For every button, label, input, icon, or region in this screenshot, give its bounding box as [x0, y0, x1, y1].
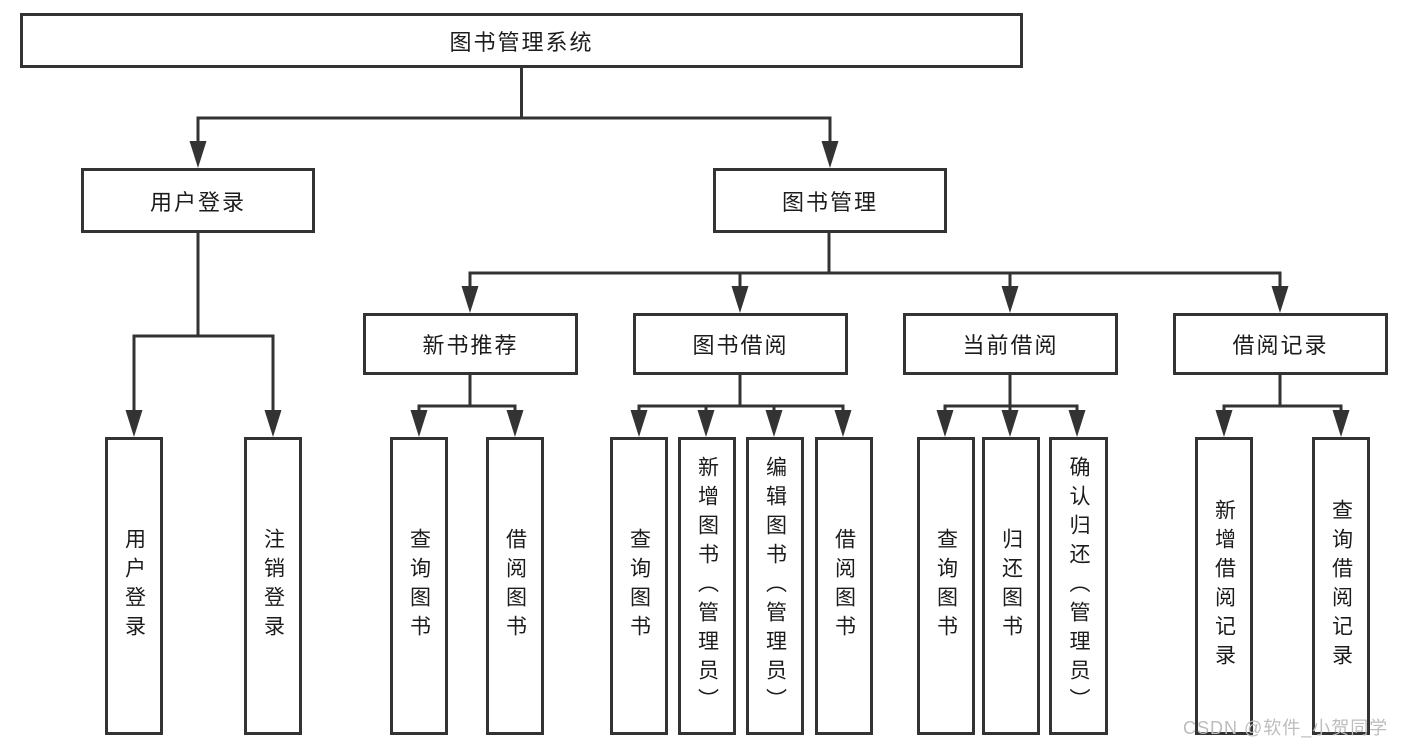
leaf-user-login: 用户登录 [105, 437, 163, 735]
node-new-book-recommend: 新书推荐 [363, 313, 578, 375]
leaf-return-books: 归还图书 [982, 437, 1040, 735]
node-root: 图书管理系统 [20, 13, 1023, 68]
node-user-login: 用户登录 [81, 168, 315, 233]
node-book-management: 图书管理 [713, 168, 947, 233]
leaf-add-borrow-record: 新增借阅记录 [1195, 437, 1253, 735]
leaf-add-books-admin: 新增图书（管理员） [678, 437, 736, 735]
node-current-borrowing: 当前借阅 [903, 313, 1118, 375]
node-borrowing-records: 借阅记录 [1173, 313, 1388, 375]
leaf-query-borrow-record: 查询借阅记录 [1312, 437, 1370, 735]
leaf-query-books-current: 查询图书 [917, 437, 975, 735]
leaf-borrow-books-borrowing: 借阅图书 [815, 437, 873, 735]
leaf-query-books-recommend: 查询图书 [390, 437, 448, 735]
leaf-logout: 注销登录 [244, 437, 302, 735]
node-book-borrowing: 图书借阅 [633, 313, 848, 375]
watermark: CSDN @软件_小贺同学 [1183, 718, 1389, 738]
leaf-confirm-return-admin: 确认归还（管理员） [1049, 437, 1108, 735]
leaf-edit-books-admin: 编辑图书（管理员） [746, 437, 804, 735]
leaf-query-books-borrowing: 查询图书 [610, 437, 668, 735]
leaf-borrow-books-recommend: 借阅图书 [486, 437, 544, 735]
